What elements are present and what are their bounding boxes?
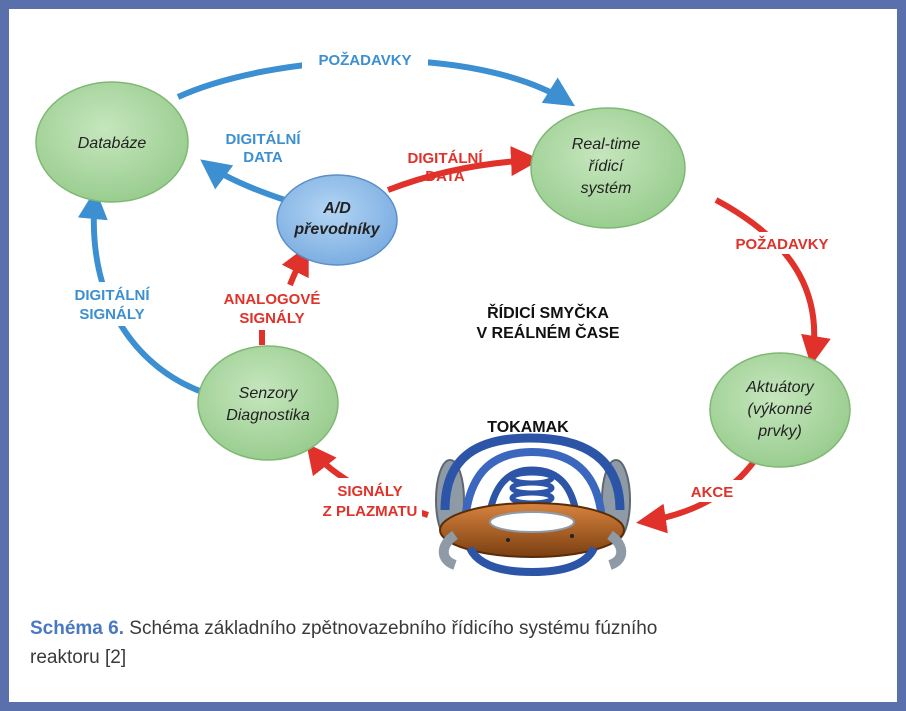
label-signaly-plazmatu-1: SIGNÁLY [337, 483, 402, 500]
node-aktuatory-label-3: prvky) [757, 423, 802, 440]
tokamak-illustration [435, 433, 631, 576]
label-digitalni-data-blue-1: DIGITÁLNÍ [226, 131, 302, 148]
label-digitalni-data-red-2: DATA [425, 168, 465, 185]
arrow-ad-to-realtime [386, 146, 541, 193]
node-ad-prevodniky: A/D převodníky [276, 174, 398, 266]
node-realtime-label-3: systém [581, 180, 632, 197]
node-ad-label-2: převodníky [293, 221, 380, 238]
arrow-realtime-to-aktuatory [714, 197, 831, 366]
node-senzory-label-1: Senzory [239, 385, 299, 402]
node-databaze: Databáze [35, 81, 189, 203]
center-label-2: V REÁLNÉM ČASE [476, 323, 619, 342]
figure-label: Schéma 6. [30, 618, 124, 639]
node-aktuatory-label-1: Aktuátory [745, 379, 815, 396]
tokamak-label: TOKAMAK [487, 419, 569, 436]
node-databaze-label: Databáze [78, 135, 147, 152]
node-realtime-label-1: Real-time [572, 136, 641, 153]
node-ad-label-1: A/D [322, 200, 351, 217]
label-pozadavky-right: POŽADAVKY [735, 235, 828, 253]
label-analogove-1: ANALOGOVÉ [224, 291, 321, 308]
node-realtime: Real-time řídicí systém [530, 107, 686, 229]
node-aktuatory: Aktuátory (výkonné prvky) [709, 352, 851, 468]
label-digitalni-signaly-1: DIGITÁLNÍ [75, 287, 151, 304]
node-aktuatory-label-2: (výkonné [748, 401, 813, 418]
figure-caption: Schéma 6. Schéma základního zpětnovazebn… [30, 614, 876, 672]
label-digitalni-signaly-2: SIGNÁLY [79, 306, 144, 323]
node-senzory-label-2: Diagnostika [226, 407, 310, 424]
label-pozadavky-top: POŽADAVKY [318, 51, 411, 69]
caption-text-line2: reaktoru [2] [30, 647, 127, 668]
label-digitalni-data-red-1: DIGITÁLNÍ [408, 150, 484, 167]
node-realtime-label-2: řídicí [589, 158, 625, 175]
label-signaly-plazmatu-2: Z PLAZMATU [323, 503, 418, 520]
node-senzory: Senzory Diagnostika [197, 345, 339, 461]
label-analogove-2: SIGNÁLY [239, 310, 304, 327]
arrow-senzory-to-databaze [77, 189, 207, 396]
label-digitalni-data-blue-2: DATA [243, 149, 283, 166]
label-akce: AKCE [691, 484, 734, 501]
arrow-ad-to-databaze [200, 159, 286, 203]
caption-text-line1: Schéma základního zpětnovazebního řídicí… [129, 618, 658, 639]
center-label-1: ŘÍDICÍ SMYČKA [487, 303, 609, 322]
